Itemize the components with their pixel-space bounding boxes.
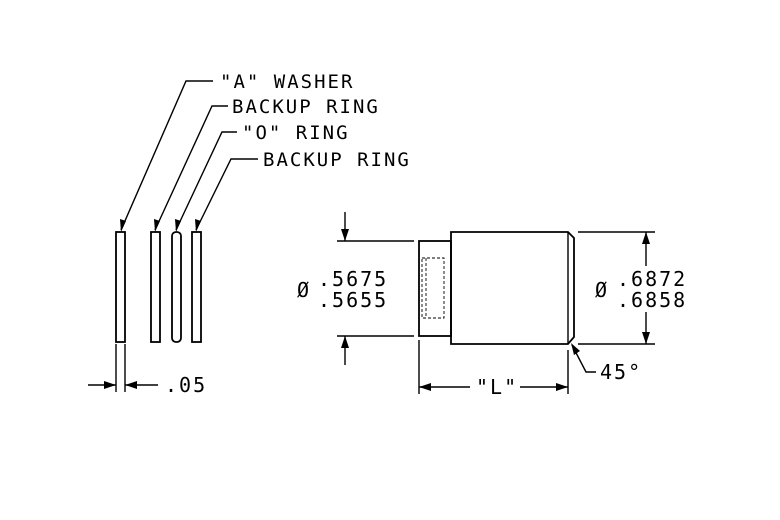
- fitting-body: [450, 231, 575, 345]
- small-diameter-symbol: Ø: [297, 278, 311, 302]
- large-diameter-symbol: Ø: [595, 278, 609, 302]
- leader-backup-ring-top: [154, 105, 228, 232]
- leader-a-washer: [120, 80, 213, 232]
- large-diameter-dimension: [578, 231, 655, 345]
- label-backup-ring-bottom: BACKUP RING: [263, 149, 411, 171]
- small-diameter-dimension: [337, 212, 414, 365]
- chamfer-leader: [571, 343, 596, 373]
- label-backup-ring-top: BACKUP RING: [232, 96, 380, 118]
- o-ring-section: [171, 231, 182, 343]
- hidden-bore: [421, 257, 445, 319]
- leader-o-ring: [175, 131, 237, 232]
- small-diameter-min: .5655: [318, 288, 388, 312]
- backup-ring-section-1: [150, 231, 161, 343]
- small-diameter-max: .5675: [318, 267, 388, 291]
- chamfer-value: 45°: [600, 360, 642, 384]
- thickness-value: .05: [165, 373, 207, 397]
- leader-backup-ring-bottom: [195, 158, 258, 232]
- large-diameter-min: .6858: [617, 288, 687, 312]
- length-value: "L": [476, 375, 518, 399]
- thickness-dimension: [88, 344, 158, 392]
- fitting-shank: [418, 240, 452, 337]
- label-o-ring: "O" RING: [242, 122, 350, 144]
- length-dimension: [418, 340, 569, 394]
- large-diameter-max: .6872: [617, 267, 687, 291]
- a-washer-section: [115, 231, 126, 343]
- backup-ring-section-2: [191, 231, 202, 343]
- label-a-washer: "A" WASHER: [220, 71, 354, 93]
